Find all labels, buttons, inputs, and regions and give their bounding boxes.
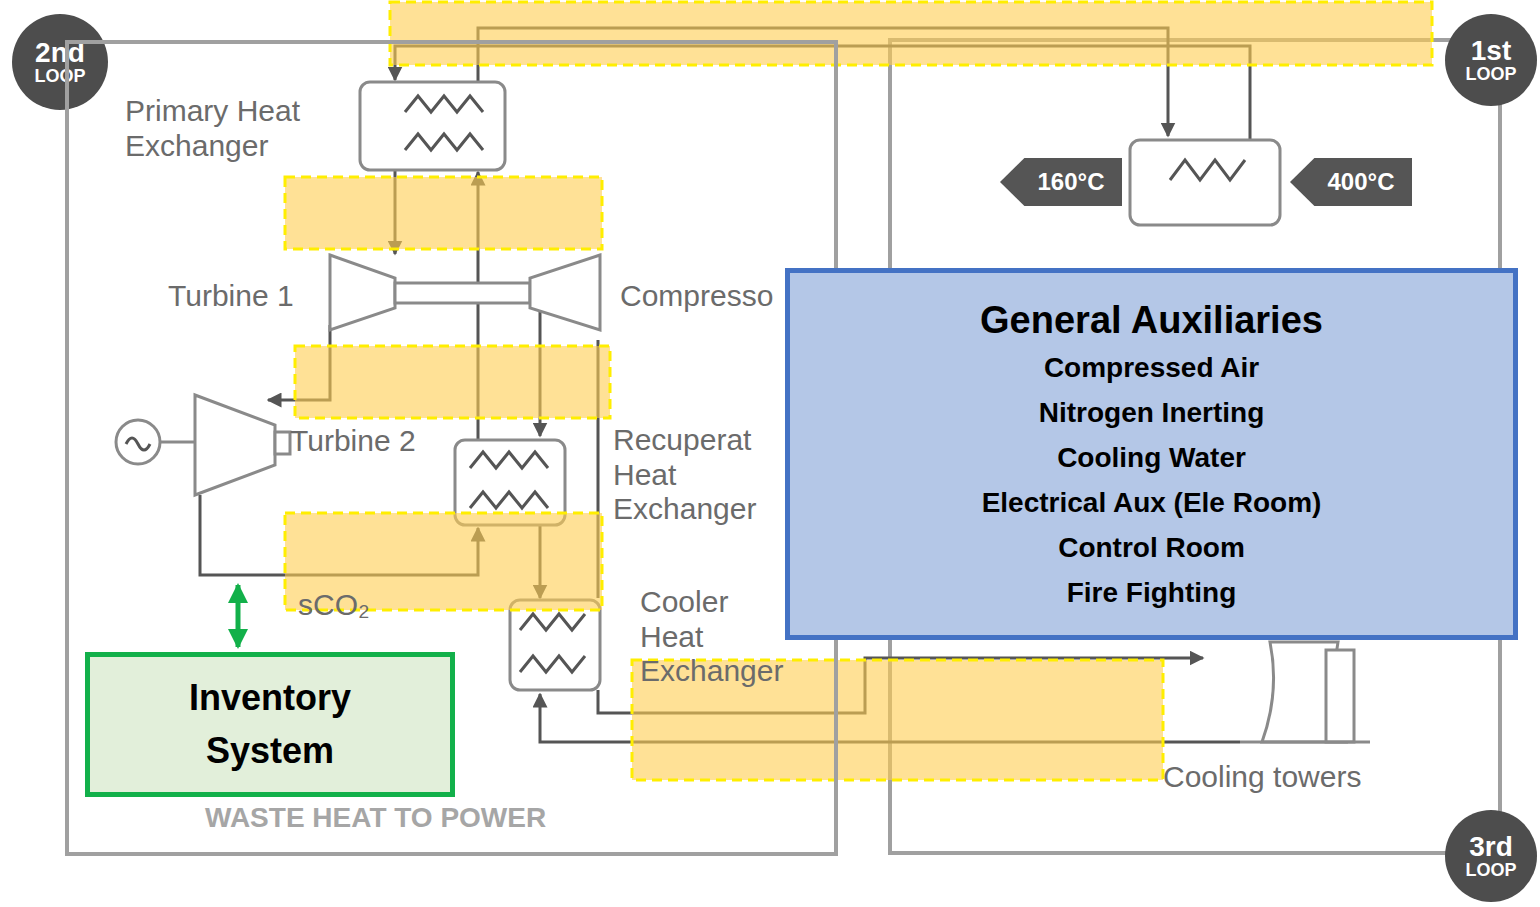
loop-badge: 1stLOOP [1445, 14, 1537, 106]
component-label: Turbine 2 [290, 424, 450, 459]
loop-word: LOOP [1465, 861, 1516, 880]
inventory-box: Inventory System [85, 652, 455, 797]
auxiliary-item: Cooling Water [802, 435, 1501, 480]
region-title: WASTE HEAT TO POWER [205, 802, 546, 834]
loop-badge: 3rdLOOP [1445, 810, 1537, 902]
loop-word: LOOP [34, 67, 85, 86]
component-label: Cooling towers [1163, 760, 1403, 795]
auxiliary-item: Electrical Aux (Ele Room) [802, 480, 1501, 525]
temperature-arrow: 400°C [1290, 158, 1412, 206]
loop-number: 3rd [1469, 832, 1513, 861]
cooling-tower [1240, 642, 1370, 742]
component-label: Turbine 1 [168, 279, 318, 314]
auxiliary-item: Control Room [802, 525, 1501, 570]
temperature-value: 400°C [1328, 168, 1395, 196]
component-label: Compresso [620, 279, 780, 314]
component-label: Primary Heat Exchanger [125, 94, 355, 163]
loop-badge: 2ndLOOP [12, 14, 108, 110]
loop-number: 1st [1471, 36, 1511, 65]
auxiliary-item: Fire Fighting [802, 570, 1501, 615]
auxiliary-item: Nitrogen Inerting [802, 390, 1501, 435]
loop-word: LOOP [1465, 65, 1516, 84]
temperature-value: 160°C [1038, 168, 1105, 196]
box-heading: General Auxiliaries [802, 295, 1501, 345]
auxiliary-item: Compressed Air [802, 345, 1501, 390]
auxiliaries-box: General AuxiliariesCompressed AirNitroge… [785, 268, 1518, 640]
component-label: Cooler Heat Exchanger [640, 585, 800, 689]
temperature-arrow: 160°C [1000, 158, 1122, 206]
component-label: Recuperat Heat Exchanger [613, 423, 773, 527]
inventory-link [236, 585, 241, 647]
fluid-label: sCO₂ [298, 588, 388, 623]
box-title: Inventory System [130, 672, 410, 776]
